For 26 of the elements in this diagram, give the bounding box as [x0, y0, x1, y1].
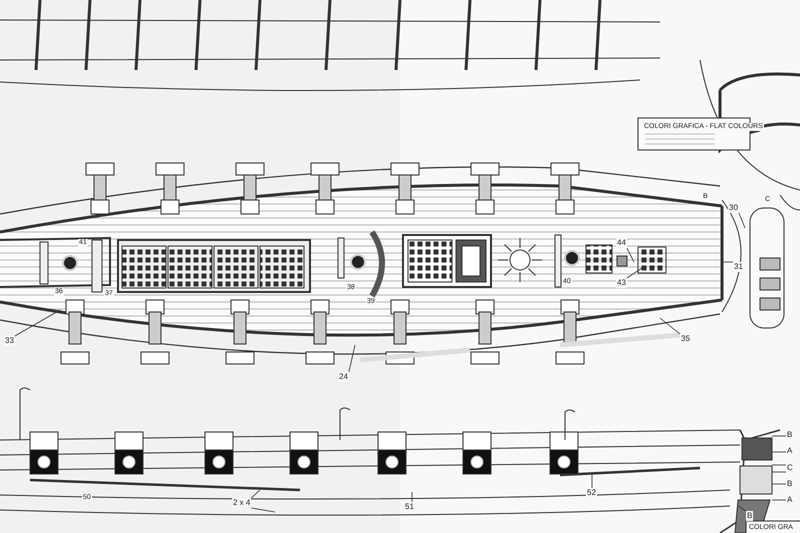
- leader-line: [772, 464, 786, 466]
- leader-line: [626, 268, 642, 278]
- callout-number: A: [786, 495, 794, 505]
- leader-line: [250, 490, 260, 498]
- callout-number: 43: [616, 278, 627, 288]
- callout-number: A: [786, 446, 794, 456]
- callout-number: 33: [4, 336, 15, 346]
- leader-line: [738, 506, 746, 512]
- leader-line: [660, 318, 680, 334]
- callout-number: B: [746, 511, 754, 521]
- leader-line: [14, 310, 60, 336]
- callout-number: C: [786, 463, 794, 473]
- callout-number: 24: [338, 372, 349, 382]
- leader-line: [738, 212, 746, 228]
- callout-number: 44: [616, 238, 627, 248]
- callout-number: 35: [680, 334, 691, 344]
- leader-line: [250, 508, 276, 512]
- callout-number: 51: [404, 502, 415, 512]
- callout-number: 52: [586, 488, 597, 498]
- callout-number: 30: [728, 203, 739, 213]
- callout-number: 2 x 4: [232, 498, 252, 508]
- callout-number: B: [786, 479, 794, 489]
- callout-number: B: [786, 430, 794, 440]
- callout-number: 31: [733, 262, 744, 272]
- leader-line: [348, 344, 356, 372]
- leader-line: [626, 248, 634, 262]
